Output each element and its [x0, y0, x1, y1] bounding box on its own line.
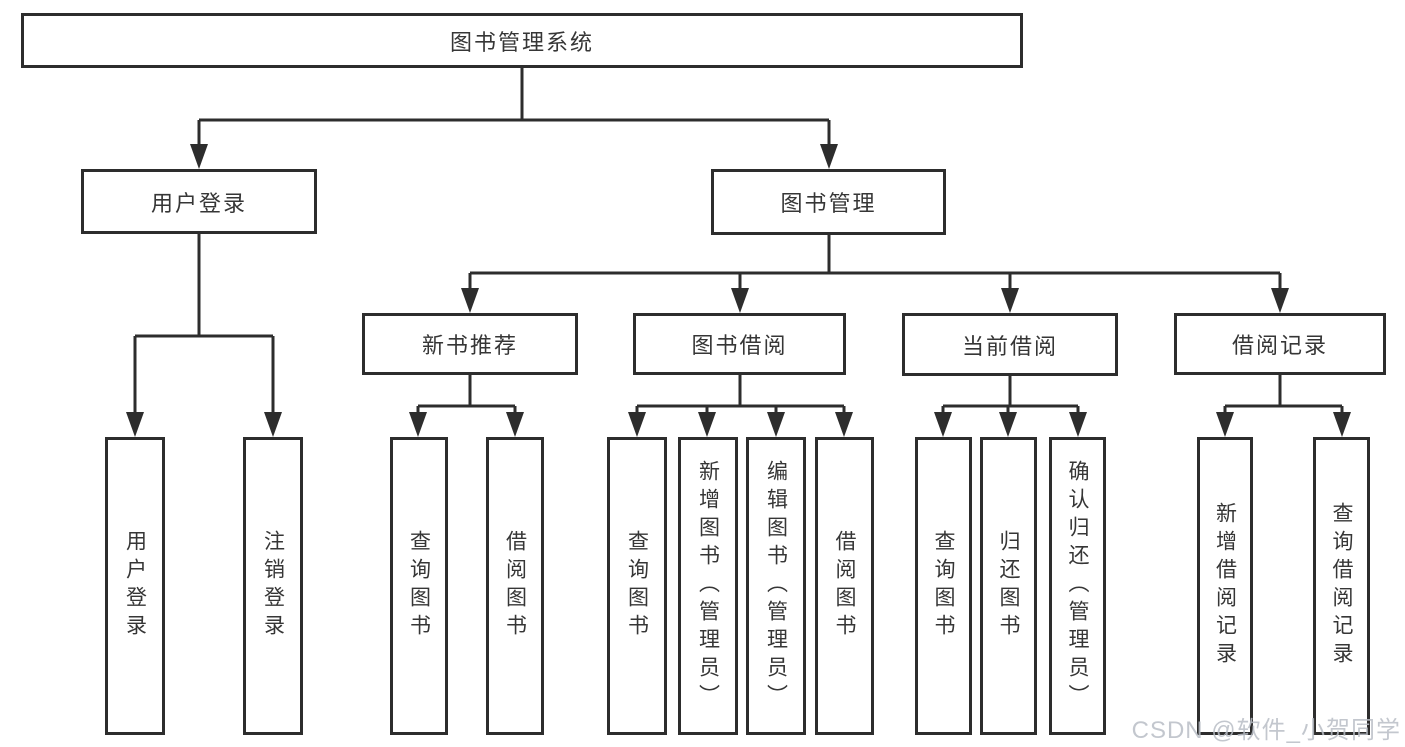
leaf-confirm-return-admin: 确认归还（管理员）	[1049, 437, 1106, 735]
node-borrow-record: 借阅记录	[1174, 313, 1386, 375]
node-book-management: 图书管理	[711, 169, 946, 235]
node-user-login: 用户登录	[81, 169, 317, 234]
leaf-edit-books-admin: 编辑图书（管理员）	[746, 437, 806, 735]
leaf-borrow-books: 借阅图书	[815, 437, 874, 735]
node-new-book-recommend: 新书推荐	[362, 313, 578, 375]
leaf-query-books-borrow: 查询图书	[607, 437, 667, 735]
node-book-borrow: 图书借阅	[633, 313, 846, 375]
node-current-borrow: 当前借阅	[902, 313, 1118, 376]
leaf-return-books: 归还图书	[980, 437, 1037, 735]
leaf-borrow-books-recommend: 借阅图书	[486, 437, 544, 735]
leaf-user-login: 用户登录	[105, 437, 165, 735]
node-root: 图书管理系统	[21, 13, 1023, 68]
leaf-query-borrow-record: 查询借阅记录	[1313, 437, 1370, 735]
leaf-query-books-recommend: 查询图书	[390, 437, 448, 735]
leaf-add-borrow-record: 新增借阅记录	[1197, 437, 1253, 735]
leaf-logout-login: 注销登录	[243, 437, 303, 735]
leaf-add-books-admin: 新增图书（管理员）	[678, 437, 738, 735]
leaf-query-books-current: 查询图书	[915, 437, 972, 735]
